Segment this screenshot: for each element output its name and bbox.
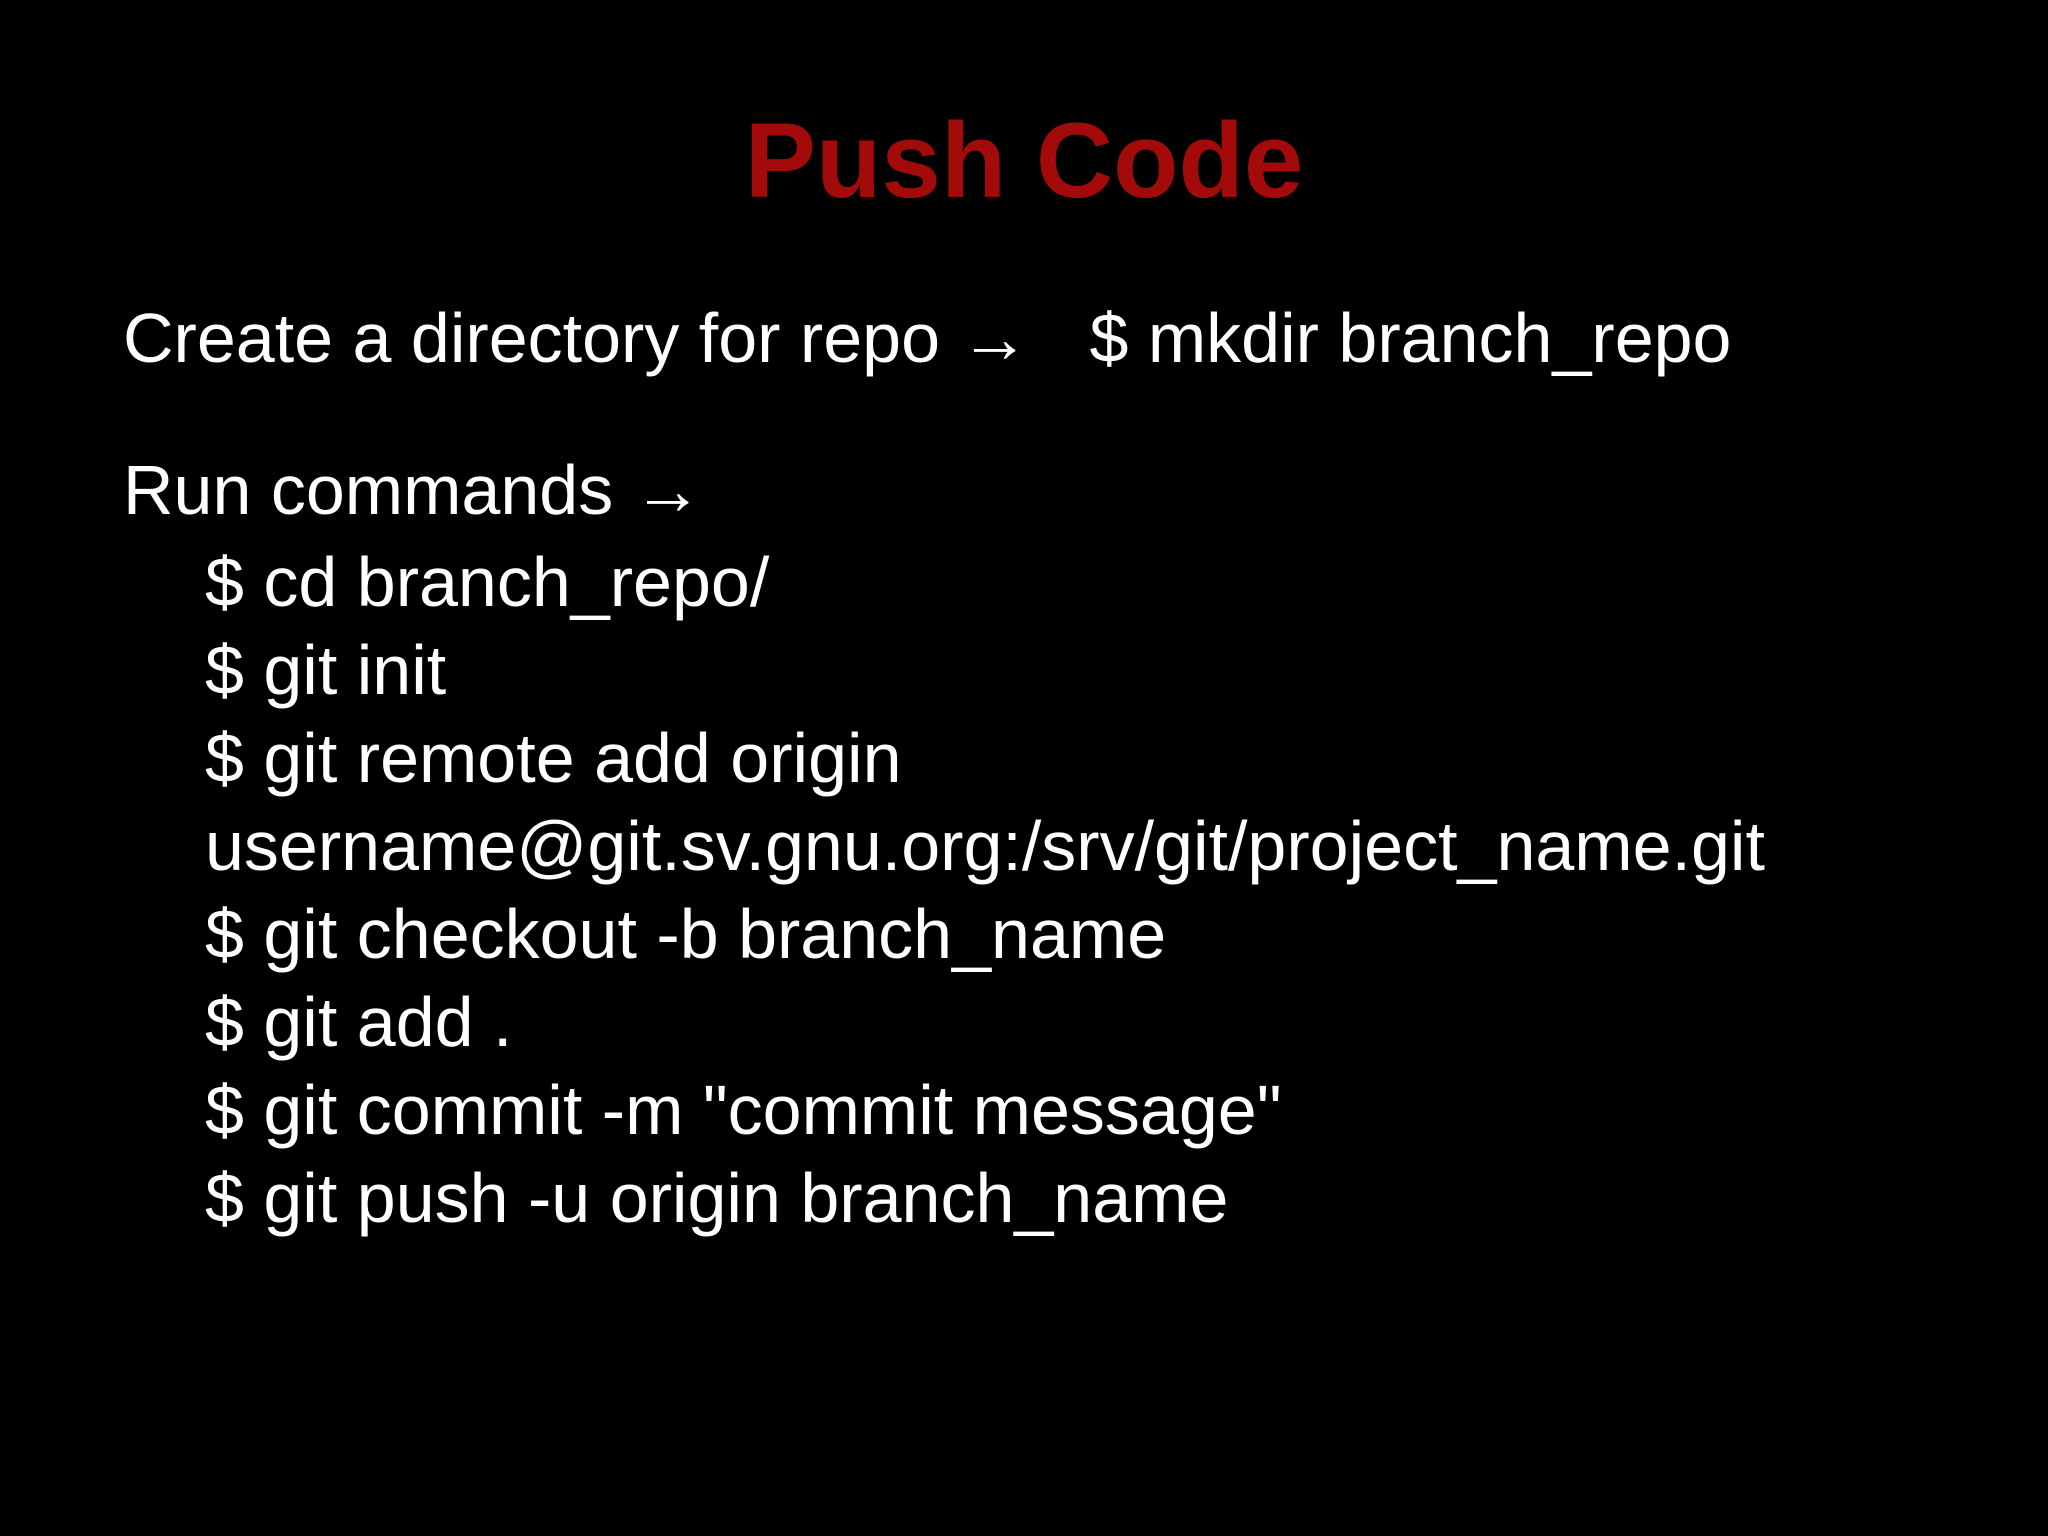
create-directory-label: Create a directory for repo → [123,299,1030,377]
command-remote-url: username@git.sv.gnu.org:/srv/git/project… [205,807,1765,885]
command-git-add: $ git add . [205,983,513,1061]
command-cd: $ cd branch_repo/ [205,543,770,621]
command-git-push: $ git push -u origin branch_name [205,1159,1229,1237]
command-git-remote-add: $ git remote add origin [205,719,902,797]
create-directory-line: Create a directory for repo → $ mkdir bra… [123,298,1731,378]
command-git-init: $ git init [205,631,447,709]
mkdir-command: $ mkdir branch_repo [1089,299,1732,377]
command-git-checkout: $ git checkout -b branch_name [205,895,1167,973]
run-commands-label: Run commands → [123,451,703,529]
command-list: $ cd branch_repo/ $ git init $ git remot… [205,538,1765,1242]
slide-title: Push Code [744,100,1304,220]
command-git-commit: $ git commit -m "commit message" [205,1071,1282,1149]
